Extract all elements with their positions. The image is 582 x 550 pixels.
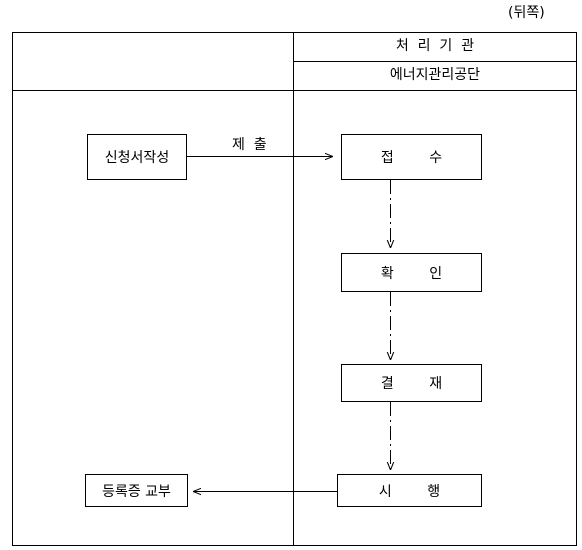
receipt-box: 접 수 [341, 134, 482, 180]
execution-box: 시 행 [337, 474, 482, 507]
receive-certificate-box: 등록증 교부 [85, 474, 188, 507]
agency-name: 에너지관리공단 [389, 67, 481, 83]
outer-border [12, 32, 577, 546]
submit-label: 제 출 [232, 137, 267, 153]
confirm-box: 확 인 [341, 253, 482, 292]
approval-box: 결 재 [341, 364, 482, 402]
write-application-box: 신청서작성 [87, 134, 187, 180]
agency-label: 처 리 기 관 [395, 38, 475, 54]
page-side-note: (뒤쪽) [508, 5, 545, 21]
